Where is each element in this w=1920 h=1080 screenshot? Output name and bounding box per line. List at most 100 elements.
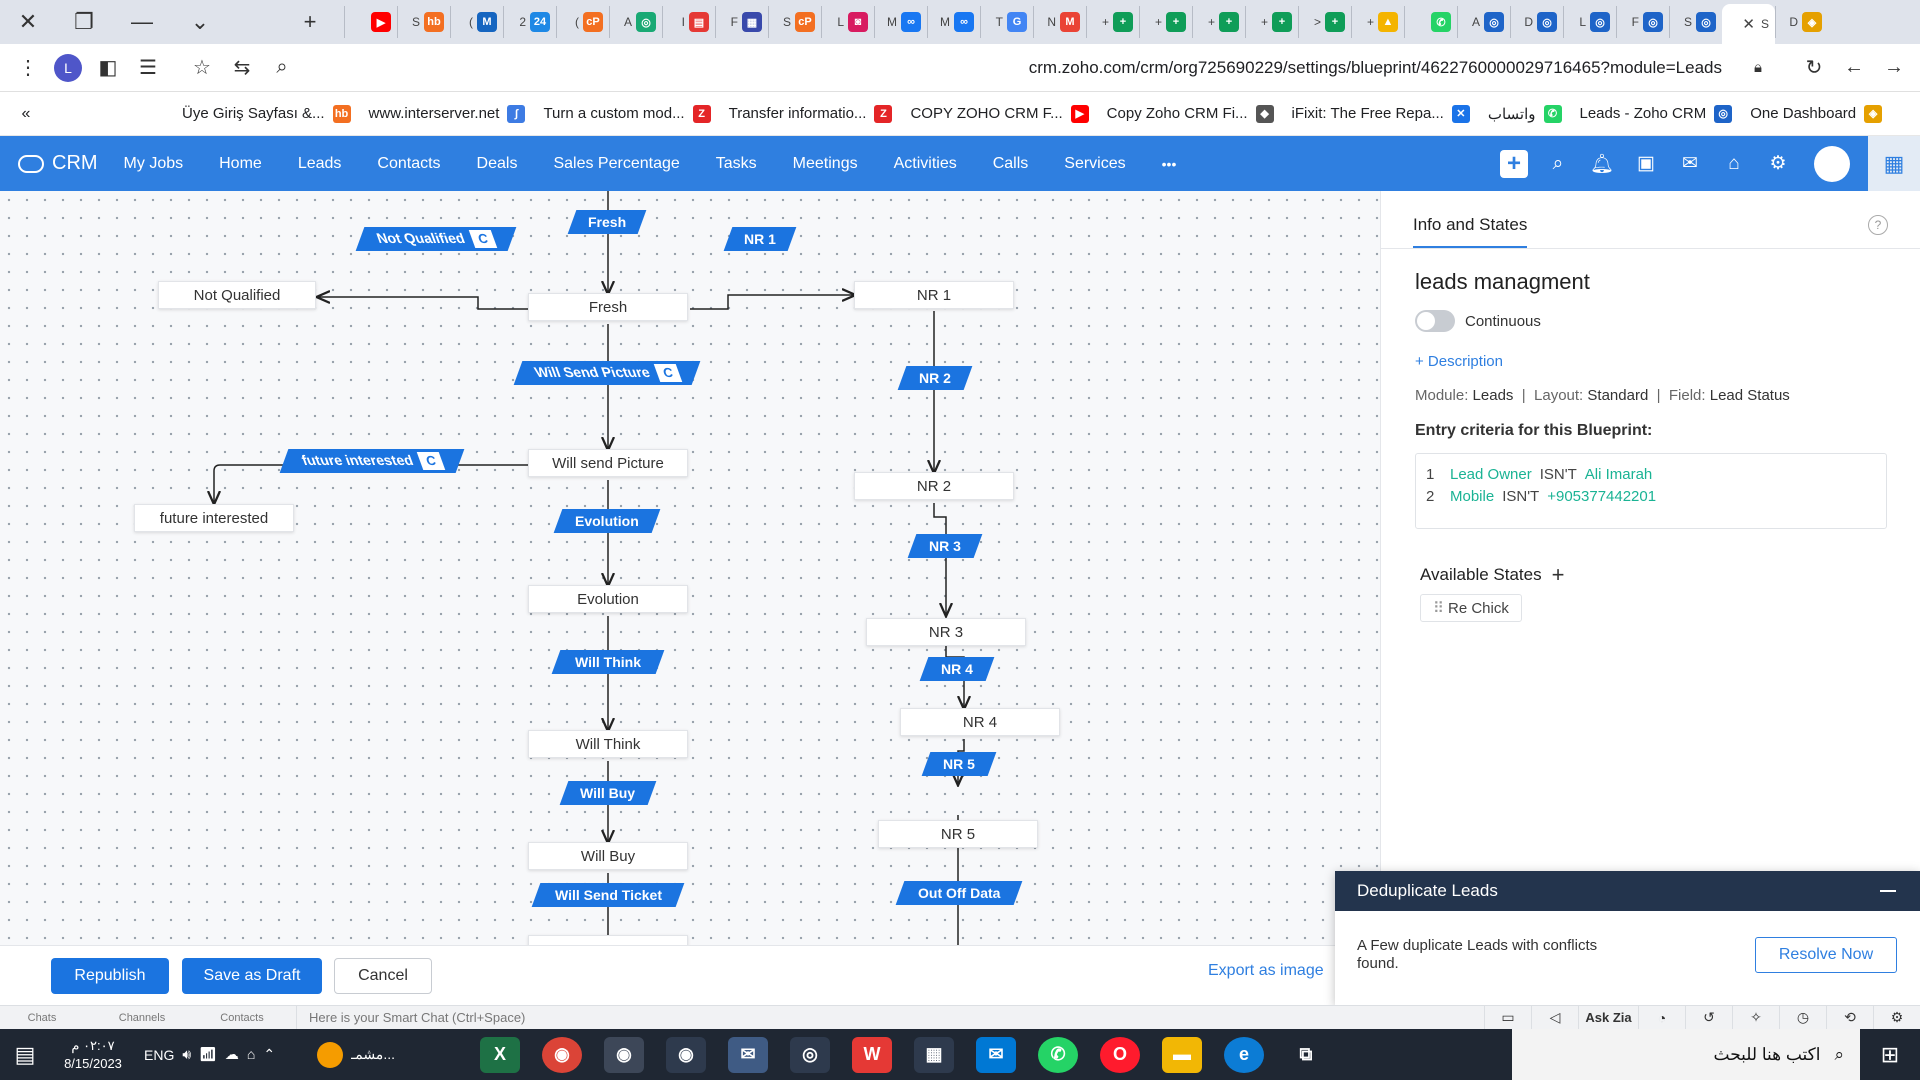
browser-tab[interactable]: ✆ [1404,6,1457,38]
app-grid-icon[interactable]: ▦ [1868,136,1920,191]
nav-item-calls[interactable]: Calls [992,154,1029,172]
cancel-button[interactable]: Cancel [334,958,432,994]
transition-evolution[interactable]: Evolution [553,509,661,533]
browser-tab[interactable]: S◎ [1669,6,1722,38]
nav-item-my-jobs[interactable]: My Jobs [123,154,184,172]
browser-tab[interactable]: ++ [1086,6,1139,38]
url-field[interactable]: crm.zoho.com/crm/org725690229/settings/b… [1028,57,1722,77]
browser-tab[interactable]: I▤ [662,6,715,38]
transition-will-think[interactable]: Will Think [551,650,665,674]
history-icon[interactable]: ⟲ [1826,1005,1873,1030]
excel-app-icon[interactable]: X [479,1036,520,1073]
nav-item-contacts[interactable]: Contacts [377,154,441,172]
available-state-chip[interactable]: ⠿ Re Chick [1420,594,1522,622]
add-description-link[interactable]: + Description [1415,353,1503,370]
browser-tab[interactable]: D◎ [1510,6,1563,38]
state-evolution[interactable]: Evolution [528,585,688,613]
transition-fresh-top[interactable]: Fresh [567,210,647,234]
drag-handle-icon[interactable]: ⠿ [1433,600,1444,617]
state-not-qualified[interactable]: Not Qualified [158,281,316,309]
marketplace-icon[interactable]: ⌂ [1728,152,1740,174]
signals-icon[interactable]: ◔ [1638,1005,1685,1030]
language-indicator[interactable]: ENG [144,1046,175,1063]
close-tab-icon[interactable]: ✕ [1742,16,1755,33]
restore-window-icon[interactable]: ❐ [74,9,94,34]
state-will-send-picture[interactable]: Will send Picture [528,449,688,477]
transition-will-send-ticket[interactable]: Will Send Ticket [531,883,685,907]
browser-tab[interactable]: (M [450,6,503,38]
zoom-icon[interactable]: ⌕ [276,56,288,78]
state-will-think[interactable]: Will Think [528,730,688,758]
contacts-tab[interactable]: Contacts [220,1011,264,1024]
chrome-app-icon[interactable]: ◉ [541,1036,582,1073]
settings-icon[interactable]: ⚙ [1873,1005,1920,1030]
clock[interactable]: ٠٢:٠٧ م 8/15/2023 [64,1037,122,1071]
ask-zia-button[interactable]: Ask Zia [1578,1005,1638,1030]
bookmarks-chevron-icon[interactable]: « [21,104,31,122]
bookmark-item[interactable]: Leads - Zoho CRM◎ [1580,104,1733,123]
zia-icon[interactable]: ✧ [1732,1005,1779,1030]
continuous-toggle[interactable] [1415,310,1455,332]
browser-tab[interactable]: ▶ [344,6,397,38]
nav-item-meetings[interactable]: Meetings [792,154,858,172]
mail-icon[interactable]: ✉ [1682,153,1698,174]
user-avatar[interactable] [1814,145,1850,182]
store-app-icon[interactable]: ▦ [913,1036,954,1073]
state-nr3[interactable]: NR 3 [866,618,1026,646]
bookmark-item[interactable]: Copy Zoho CRM Fi...◆ [1107,104,1274,123]
export-image-link[interactable]: Export as image [1208,962,1324,979]
state-nr5[interactable]: NR 5 [878,820,1038,848]
outlook-app-icon[interactable]: ✉ [975,1036,1016,1073]
bookmark-item[interactable]: Turn a custom mod...Z [543,104,711,123]
bookmark-star-icon[interactable]: ☆ [193,57,211,79]
wps-app-icon[interactable]: W [851,1036,892,1073]
state-nr2[interactable]: NR 2 [854,472,1014,500]
screen-share-icon[interactable]: ▭ [1484,1005,1531,1030]
kebab-menu-icon[interactable]: ⋮ [18,57,38,79]
add-state-icon[interactable]: + [1551,562,1565,587]
new-tab-icon[interactable]: + [303,9,317,34]
bookmark-item[interactable]: COPY ZOHO CRM F...▶ [910,104,1089,123]
announcement-icon[interactable]: ◁ [1531,1005,1578,1030]
weather-widget[interactable]: مشمـ... [317,1041,395,1068]
nav-item-deals[interactable]: Deals [476,154,518,172]
browser-tab[interactable]: A◎ [609,6,662,38]
resolve-now-button[interactable]: Resolve Now [1755,937,1897,973]
nav-item-activities[interactable]: Activities [893,154,957,172]
windows-start-icon[interactable]: ⊞ [1880,1041,1900,1067]
active-browser-tab[interactable]: ✕S [1722,4,1775,44]
browser-tab[interactable]: F◎ [1616,6,1669,38]
chrome-profile-app-icon[interactable]: ◉ [603,1036,644,1073]
save-draft-button[interactable]: Save as Draft [182,958,322,994]
back-icon[interactable]: ← [1844,56,1864,78]
bookmark-item[interactable]: iFixit: The Free Repa...✕ [1292,104,1470,123]
crm-logo[interactable]: CRM [0,152,98,175]
transition-nr5[interactable]: NR 5 [921,752,997,776]
mail-app-icon[interactable]: ✉ [727,1036,768,1073]
profile-avatar[interactable]: L [48,48,88,88]
nav-item-services[interactable]: Services [1064,154,1126,172]
transition-nr4[interactable]: NR 4 [919,657,995,681]
alarm-icon[interactable]: ◷ [1779,1005,1826,1030]
browser-tab[interactable]: (cP [556,6,609,38]
notifications-icon[interactable]: ▤ [14,1041,36,1067]
bookmark-item[interactable]: Üye Giriş Sayfası &...hb [182,104,351,123]
republish-button[interactable]: Republish [51,958,169,994]
whatsapp-app-icon[interactable]: ✆ [1037,1036,1078,1073]
nav-item-sales-percentage[interactable]: Sales Percentage [553,154,680,172]
tab-info-and-states[interactable]: Info and States [1413,215,1528,248]
state-nr4[interactable]: NR 4 [900,708,1060,736]
transition-nr1[interactable]: NR 1 [723,227,797,251]
bookmark-item[interactable]: Transfer informatio...Z [729,104,893,123]
browser-tab[interactable]: M∞ [927,6,980,38]
browser-tab[interactable]: A◎ [1457,6,1510,38]
browser-tab[interactable]: ++ [1139,6,1192,38]
tray-icons[interactable]: 🔊︎📶︎☁⌂⌃ [182,1046,284,1062]
browser-tab[interactable]: L◙ [821,6,874,38]
